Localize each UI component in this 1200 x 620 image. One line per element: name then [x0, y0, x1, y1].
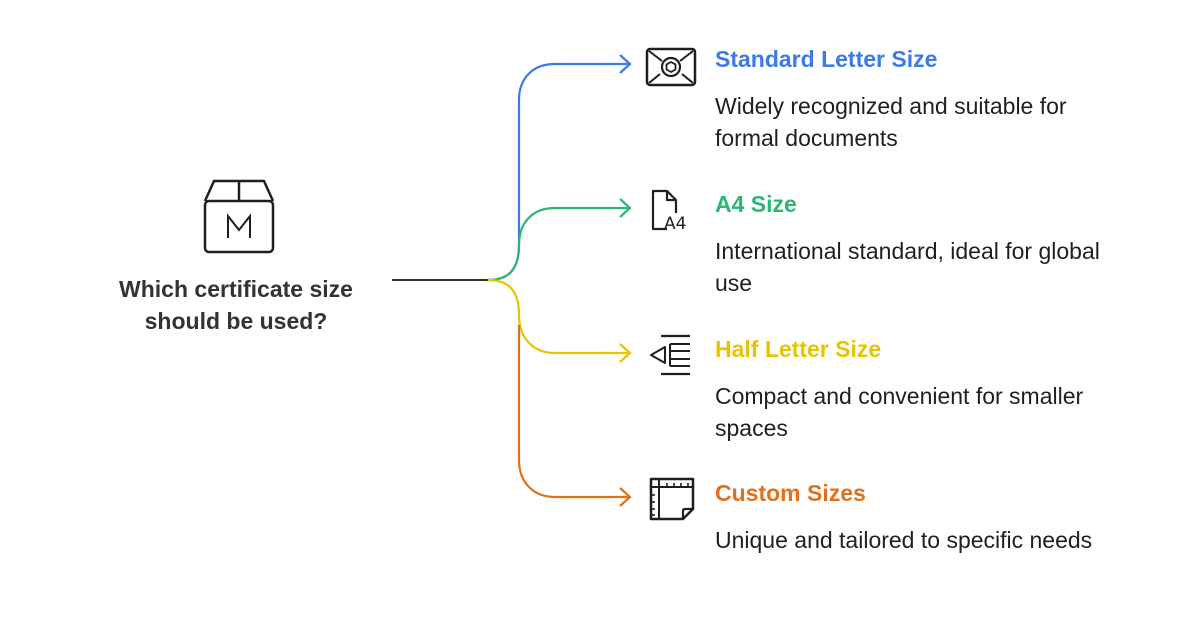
option-description: Compact and convenient for smaller space… [715, 383, 1084, 441]
option-description: Unique and tailored to specific needs [715, 527, 1093, 553]
connector-custom [517, 325, 630, 499]
root-question: Which certificate size should be used? [119, 276, 353, 334]
arrowhead-standard-letter [619, 54, 632, 74]
connector-standard-letter [487, 62, 630, 282]
option-title: Custom Sizes [715, 480, 866, 506]
option-title: A4 Size [715, 191, 797, 217]
arrowhead-a4 [619, 198, 632, 218]
arrowhead-half-letter [619, 343, 632, 363]
ruler-sticky-note-icon [645, 477, 697, 530]
option-description: International standard, ideal for global… [715, 238, 1100, 296]
indent-decrease-icon [645, 334, 697, 386]
connector-a4 [487, 206, 630, 282]
envelope-seal-icon [645, 44, 697, 96]
option-title: Half Letter Size [715, 336, 882, 362]
option-title: Standard Letter Size [715, 46, 938, 72]
arrowhead-custom [619, 487, 632, 507]
connector-half-letter [487, 278, 630, 355]
option-description: Widely recognized and suitable for forma… [715, 93, 1067, 151]
a4-document-icon: A4 [645, 189, 697, 241]
package-box-m-icon [201, 177, 277, 255]
svg-text:A4: A4 [664, 214, 686, 234]
